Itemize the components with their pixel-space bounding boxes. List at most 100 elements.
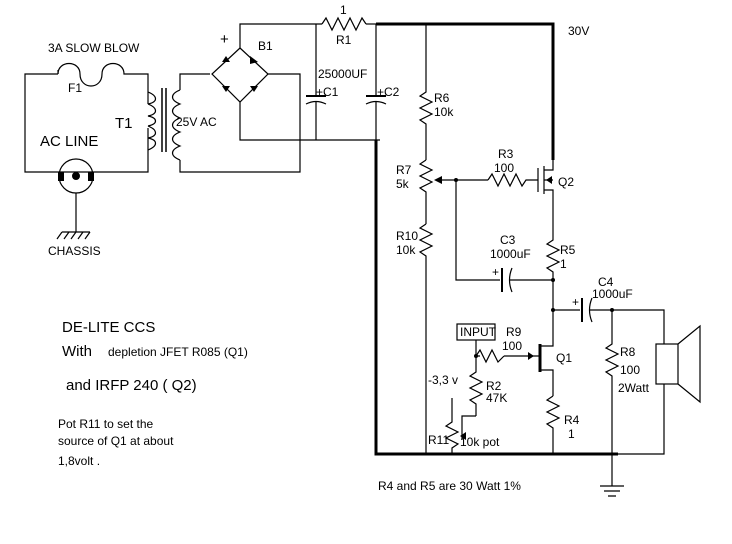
c4-label: C4 xyxy=(598,275,614,289)
c3-label: C3 xyxy=(500,233,516,247)
r7-pot xyxy=(418,159,434,224)
r3-resistor xyxy=(487,172,538,188)
note-with-detail: depletion JFET R085 (Q1) xyxy=(108,345,248,359)
secondary-label: 25V AC xyxy=(176,115,217,129)
c3-plate-right xyxy=(508,267,513,293)
bridge-ac-wire xyxy=(268,73,301,140)
r11-label: R11 xyxy=(428,433,449,447)
sec-wire-bottom xyxy=(179,140,301,173)
r2-label: R2 xyxy=(486,379,502,393)
r4-label: R4 xyxy=(564,413,580,427)
r6-resistor xyxy=(418,24,434,160)
c4-value-label: 1000uF xyxy=(592,287,633,301)
r6-label: R6 xyxy=(434,91,450,105)
q1-stage xyxy=(444,310,561,454)
node-r5 xyxy=(551,278,555,282)
socket-pin xyxy=(72,172,80,180)
c4-out-wire xyxy=(590,309,665,344)
speaker-icon xyxy=(655,343,679,385)
r8-power-label: 2Watt xyxy=(618,381,650,395)
r10-label: R10 xyxy=(396,229,418,243)
note-pot-line-2: source of Q1 at about xyxy=(58,434,174,448)
r2-bottom-wire xyxy=(461,415,476,440)
r7-label: R7 xyxy=(396,163,412,177)
neg-bias-label: -3,3 v xyxy=(428,373,458,387)
r4-value-label: 1 xyxy=(568,427,575,441)
q1-arrow xyxy=(528,352,534,360)
mains-section xyxy=(24,62,149,240)
fuse-symbol xyxy=(57,62,149,104)
note-pot-line-1: Pot R11 to set the xyxy=(58,417,153,431)
note-title: DE-LITE CCS xyxy=(62,319,155,336)
transformer-label: T1 xyxy=(115,115,133,132)
note-and-q2: and IRFP 240 ( Q2) xyxy=(66,377,197,394)
socket-blade-left xyxy=(58,172,64,181)
chassis-label: CHASSIS xyxy=(48,244,101,258)
bridge-positive-wire xyxy=(239,23,322,48)
fuse-label: F1 xyxy=(68,81,82,95)
diode-2 xyxy=(250,56,258,64)
bridge-b1 xyxy=(211,23,380,141)
ac-line-label: AC LINE xyxy=(40,133,98,150)
c3-value-label: 1000uF xyxy=(490,247,531,261)
c2-label: +C2 xyxy=(377,85,400,99)
r8-resistor xyxy=(604,310,620,454)
note-with-prefix: With xyxy=(62,343,92,360)
bridge-label: B1 xyxy=(258,39,273,53)
c3-left-wire xyxy=(455,180,500,281)
primary-coil xyxy=(147,103,157,127)
r8-value-label: 100 xyxy=(620,363,640,377)
r5-label: R5 xyxy=(560,243,576,257)
filter-caps xyxy=(305,95,387,140)
r3-label: R3 xyxy=(498,147,514,161)
c3-plus-label: + xyxy=(492,265,499,279)
primary-coil-top xyxy=(147,91,157,105)
chassis-ground-icon xyxy=(56,231,91,240)
r8-label: R8 xyxy=(620,345,636,359)
r2-value-label: 47K xyxy=(486,391,507,405)
notes: DE-LITE CCS With depletion JFET R085 (Q1… xyxy=(58,319,521,493)
sec-wire-top xyxy=(179,73,210,90)
diode-3 xyxy=(222,86,230,92)
q1-leads xyxy=(540,340,554,396)
r10-resistor xyxy=(418,223,434,454)
r9-value-label: 100 xyxy=(502,339,522,353)
bridge-plus-label: + xyxy=(220,31,229,48)
transformer-t1 xyxy=(147,73,301,173)
ground-icon xyxy=(600,485,624,497)
secondary-coil xyxy=(171,89,182,161)
input-label: INPUT xyxy=(460,325,497,339)
note-resistors: R4 and R5 are 30 Watt 1% xyxy=(378,479,521,493)
r6-value-label: 10k xyxy=(434,105,454,119)
negative-rail xyxy=(374,140,618,456)
diode-1 xyxy=(222,56,230,62)
cap-value-label: 25000UF xyxy=(318,67,367,81)
fuse-rating-label: 3A SLOW BLOW xyxy=(48,41,140,55)
r1-label: R1 xyxy=(336,33,352,47)
r4-resistor xyxy=(545,395,561,454)
positive-rail xyxy=(376,22,555,160)
r1-value-label: 1 xyxy=(340,3,347,17)
speaker-return xyxy=(612,384,665,455)
note-pot-line-3: 1,8volt . xyxy=(58,454,100,468)
r11-value-label: 10k pot xyxy=(460,435,500,449)
r11-wiper-arrow xyxy=(460,432,466,440)
r5-value-label: 1 xyxy=(560,257,567,271)
supply-label: 30V xyxy=(568,24,589,38)
bridge-diamond xyxy=(211,47,269,103)
r11-pot xyxy=(444,398,460,454)
r2-resistor xyxy=(468,356,484,416)
supply-rail xyxy=(315,16,555,160)
q2-stage xyxy=(454,160,561,310)
q2-label: Q2 xyxy=(558,175,574,189)
c1-plate-bottom xyxy=(305,100,327,105)
r7-value-label: 5k xyxy=(396,177,410,191)
primary-coil-bottom xyxy=(147,125,157,151)
diode-4 xyxy=(250,86,258,92)
c1-label: +C1 xyxy=(316,85,339,99)
r5-resistor xyxy=(545,206,561,310)
r10-value-label: 10k xyxy=(396,243,416,257)
socket-blade-right xyxy=(88,172,94,181)
output-stage xyxy=(551,297,701,497)
